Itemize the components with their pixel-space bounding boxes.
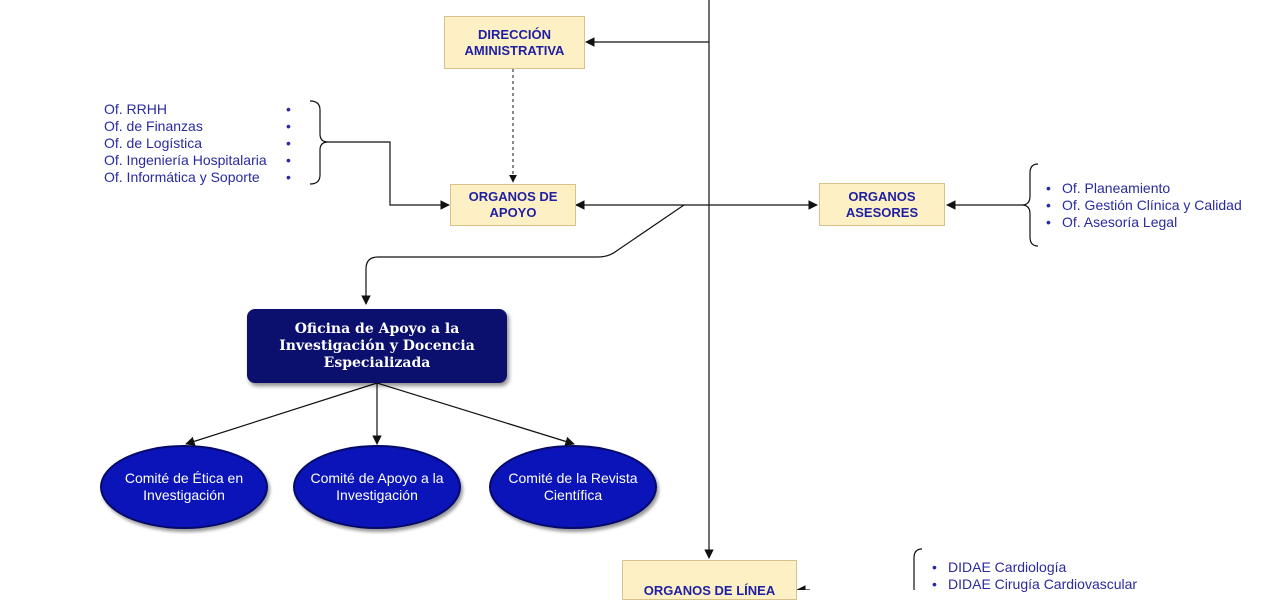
- comite-connector-1: [185, 382, 378, 446]
- organos-apoyo-line1: ORGANOS DE: [468, 189, 558, 204]
- comite-etica-ellipse: Comité de Ética en Investigación: [100, 445, 268, 529]
- comite-revista-line1: Comité de la Revista: [508, 470, 638, 486]
- oficina-line3: Especializada: [323, 354, 431, 371]
- bullet: •: [286, 169, 291, 185]
- list-item: Of. Informática y Soporte •: [104, 169, 304, 186]
- direccion-line1: DIRECCIÓN: [478, 26, 551, 42]
- direccion-administrativa-box: DIRECCIÓN AMINISTRATIVA: [444, 16, 585, 69]
- asesores-offices-list: Of. Planeamiento Of. Gestión Clínica y C…: [1046, 180, 1242, 231]
- organos-asesores-box: ORGANOS ASESORES: [819, 183, 945, 226]
- linea-offices-list: DIDAE Cardiología DIDAE Cirugía Cardiova…: [932, 559, 1137, 593]
- bullet: •: [286, 118, 291, 134]
- organos-asesores-line2: ASESORES: [845, 204, 919, 220]
- list-item: Of. Planeamiento: [1046, 180, 1242, 197]
- organos-linea-box: ORGANOS DE LÍNEA: [622, 560, 797, 600]
- comite-etica-line1: Comité de Ética en: [124, 470, 244, 486]
- apoyo-list-brace: [309, 100, 329, 185]
- list-item: Of. de Finanzas •: [104, 118, 304, 135]
- oficina-line2: Investigación y Docencia: [279, 337, 475, 354]
- oficina-line1: Oficina de Apoyo a la: [294, 320, 460, 337]
- comite-revista-ellipse: Comité de la Revista Científica: [489, 445, 657, 529]
- direccion-line2: AMINISTRATIVA: [464, 42, 565, 58]
- oficina-apoyo-investigacion-box: Oficina de Apoyo a la Investigación y Do…: [247, 309, 507, 383]
- list-item-label: Of. RRHH: [104, 101, 167, 117]
- oficina-connector: [361, 204, 685, 305]
- list-item: Of. Ingeniería Hospitalaria •: [104, 152, 304, 169]
- bullet: •: [286, 135, 291, 151]
- list-item: Of. Gestión Clínica y Calidad: [1046, 197, 1242, 214]
- bullet: •: [286, 152, 291, 168]
- organos-apoyo-line2: APOYO: [489, 205, 537, 220]
- comite-connector-3: [376, 382, 575, 447]
- asesores-list-brace: [1021, 163, 1039, 247]
- apoyo-list-connector: [328, 141, 450, 210]
- list-item-label: Of. Informática y Soporte: [104, 169, 260, 185]
- list-item: Of. RRHH •: [104, 101, 304, 118]
- list-item: DIDAE Cardiología: [932, 559, 1137, 576]
- linea-list-brace: [913, 548, 923, 590]
- organos-linea-label: ORGANOS DE LÍNEA: [643, 583, 776, 598]
- comite-apoyo-line1: Comité de Apoyo a la: [310, 470, 444, 486]
- comite-revista-line2: Científica: [543, 487, 603, 503]
- list-item-label: Of. de Finanzas: [104, 118, 203, 134]
- organos-apoyo-box: ORGANOS DE APOYO: [450, 184, 576, 226]
- list-item: DIDAE Cirugía Cardiovascular: [932, 576, 1137, 593]
- organos-asesores-line1: ORGANOS: [848, 188, 916, 204]
- bullet: •: [286, 101, 291, 117]
- comite-apoyo-ellipse: Comité de Apoyo a la Investigación: [293, 445, 461, 529]
- list-item-label: Of. de Logística: [104, 135, 203, 151]
- list-item: Of. de Logística •: [104, 135, 304, 152]
- apoyo-offices-list: Of. RRHH • Of. de Finanzas • Of. de Logíst…: [104, 101, 304, 186]
- list-item-label: Of. Ingeniería Hospitalaria: [104, 152, 267, 168]
- comite-etica-line2: Investigación: [143, 487, 225, 503]
- list-item: Of. Asesoría Legal: [1046, 214, 1242, 231]
- comite-apoyo-line2: Investigación: [336, 487, 418, 503]
